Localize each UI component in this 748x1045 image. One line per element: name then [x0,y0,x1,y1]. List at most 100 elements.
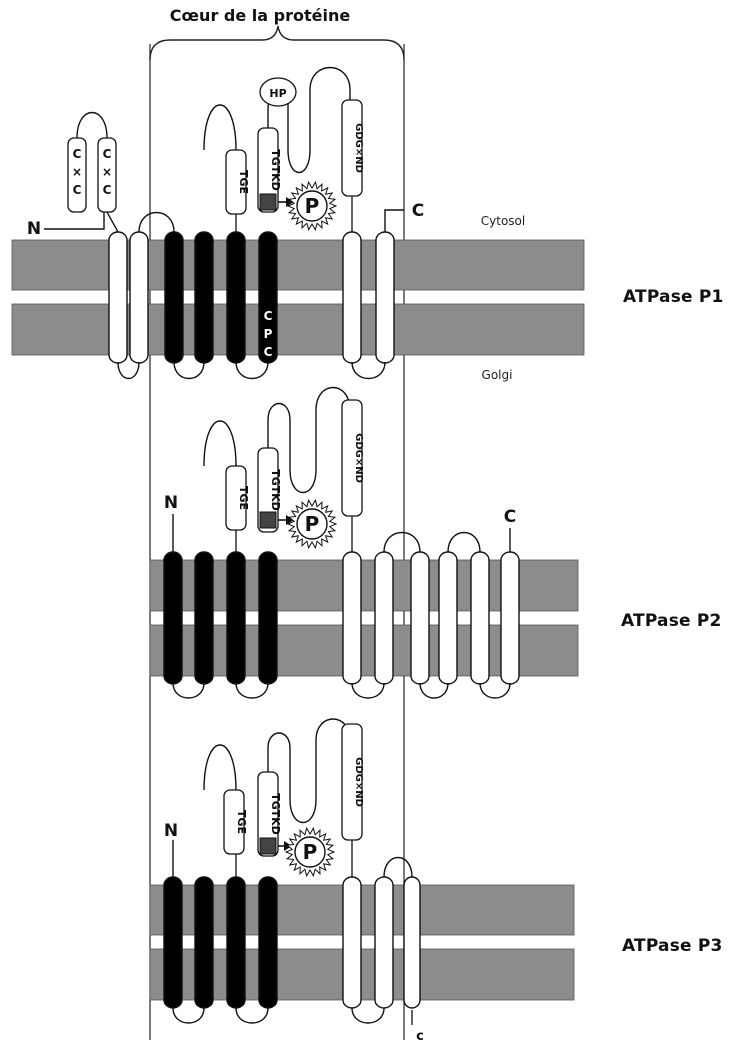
panel-3-helix-7 [403,876,421,1009]
cytosol-label: Cytosol [481,214,525,228]
p1-loop-2-3 [138,211,175,233]
p2-phosphorylation-label: P [305,512,320,536]
p2-loop-7-8 [419,682,449,699]
p2-loop-9-10 [479,682,511,699]
panel-label-atpase-p1: ATPase P1 [623,287,724,307]
p3-c-terminus-label: c [416,1029,424,1044]
p3-hp-loop [267,718,351,824]
panel-label-atpase-p3: ATPase P3 [622,936,723,956]
panel-3-helix-6 [374,876,394,1009]
p1-cxxc-1-char-1: C [73,147,82,161]
p2-n-terminus-label: N [164,493,178,513]
p1-c-tail [384,209,404,232]
panel-1-helix-1 [108,231,128,364]
p1-n-tail [44,212,105,230]
p3-loop-6-7 [383,857,413,878]
p2-loop-3-4 [235,682,269,699]
panel-3-membrane-outer-leaflet [149,884,575,936]
p2-loop-1-2 [172,682,205,699]
panel-2-helix-1 [163,551,183,685]
p3-phosphorylation-circle [294,836,326,868]
p3-loop-1-2 [172,1007,205,1024]
panel-2-helix-5 [342,551,362,685]
panel-3-helix-2 [194,876,214,1009]
panel-1-helix-5 [226,231,246,364]
p1-c-terminus-label: C [412,201,424,221]
panel-2-helix-9 [470,551,490,685]
p3-tgtkd-text: TGTKD [269,793,282,835]
p1-loop-1-2 [117,361,140,379]
p1-loop-5-6 [235,361,269,379]
panel-2-helix-2 [194,551,214,685]
p1-cpc-char-3: C [264,345,273,359]
p3-phosphorylation-label: P [303,840,318,864]
p2-hp-loop [267,386,351,494]
p1-loop-3-4 [173,361,205,379]
p1-gdg-text: GDG×ND [353,123,364,173]
p3-loop-5-6 [351,1007,385,1024]
p2-d-residue [259,511,277,529]
p1-cxxc-2-char-1: C [103,147,112,161]
panel-1-helix-8 [375,231,395,364]
panel-2-helix-10 [500,551,520,685]
p2-loop-8-9 [447,531,481,553]
golgi-label: Golgi [482,368,513,382]
p2-loop-5-6 [351,682,385,699]
panel-3-helix-5 [342,876,362,1009]
p1-d-residue [259,193,277,211]
panel-1-helix-4 [194,231,214,364]
p1-cpc-char-1: C [264,309,273,323]
p2-gdg-text: GDG×ND [353,433,364,483]
p3-loop-tge [203,744,237,791]
p1-loop-7-8 [351,361,386,379]
p1-connector-a [106,211,119,233]
panel-1-helix-7 [342,231,362,364]
panel-1-helix-3 [164,231,184,364]
p1-loop-tge [203,104,237,151]
p1-cpc-char-2: P [264,327,273,341]
p1-cxxc-2-char-2: × [102,165,112,179]
panel-1-membrane-inner-leaflet [11,303,585,356]
p3-n-terminus-label: N [164,821,178,841]
p3-gdg-text: GDG×ND [353,757,364,807]
panel-3-membrane-inner-leaflet [149,948,575,1001]
p1-cxxc-1-char-2: × [72,165,82,179]
panel-1-helix-6 [258,231,278,364]
p2-loop-6-7 [383,531,421,553]
p1-phospho-arrow-head [286,197,294,207]
p1-phosphorylation-circle [296,190,328,222]
p3-loop-3-4 [235,1007,269,1024]
core-brace [149,25,405,61]
panel-1-helix-2 [129,231,149,364]
p3-d-residue [259,837,277,855]
panel-3-helix-3 [226,876,246,1009]
p2-phosphorylation-circle [296,508,328,540]
panel-2-helix-3 [226,551,246,685]
panel-3-helix-1 [163,876,183,1009]
panel-1-membrane-outer-leaflet [11,239,585,291]
p1-hp-ellipse [259,77,297,107]
p2-c-terminus-label: C [504,507,516,527]
panel-label-atpase-p2: ATPase P2 [621,611,722,631]
p2-phospho-arrow-head [286,515,294,525]
panel-3-helix-4 [258,876,278,1009]
panel-2-helix-7 [410,551,430,685]
p1-n-terminus-label: N [27,219,41,239]
protein-core-title: Cœur de la protéine [169,6,351,25]
p1-tge-text: TGE [237,170,250,194]
panel-2-helix-6 [374,551,394,685]
p3-tge-text: TGE [235,810,248,834]
p3-tge-box [223,789,245,855]
p1-phosphorylation-label: P [305,194,320,218]
p2-tgtkd-text: TGTKD [269,469,282,511]
p2-tge-text: TGE [237,486,250,510]
p1-cxxc-loop [76,111,108,139]
panel-2-helix-4 [258,551,278,685]
p2-loop-tge [203,420,237,467]
p1-cxxc-1-char-3: C [73,183,82,197]
p1-cxxc-2-char-3: C [103,183,112,197]
p1-tgtkd-text: TGTKD [269,149,282,191]
p1-hp-text: HP [269,87,286,100]
panel-2-helix-8 [438,551,458,685]
